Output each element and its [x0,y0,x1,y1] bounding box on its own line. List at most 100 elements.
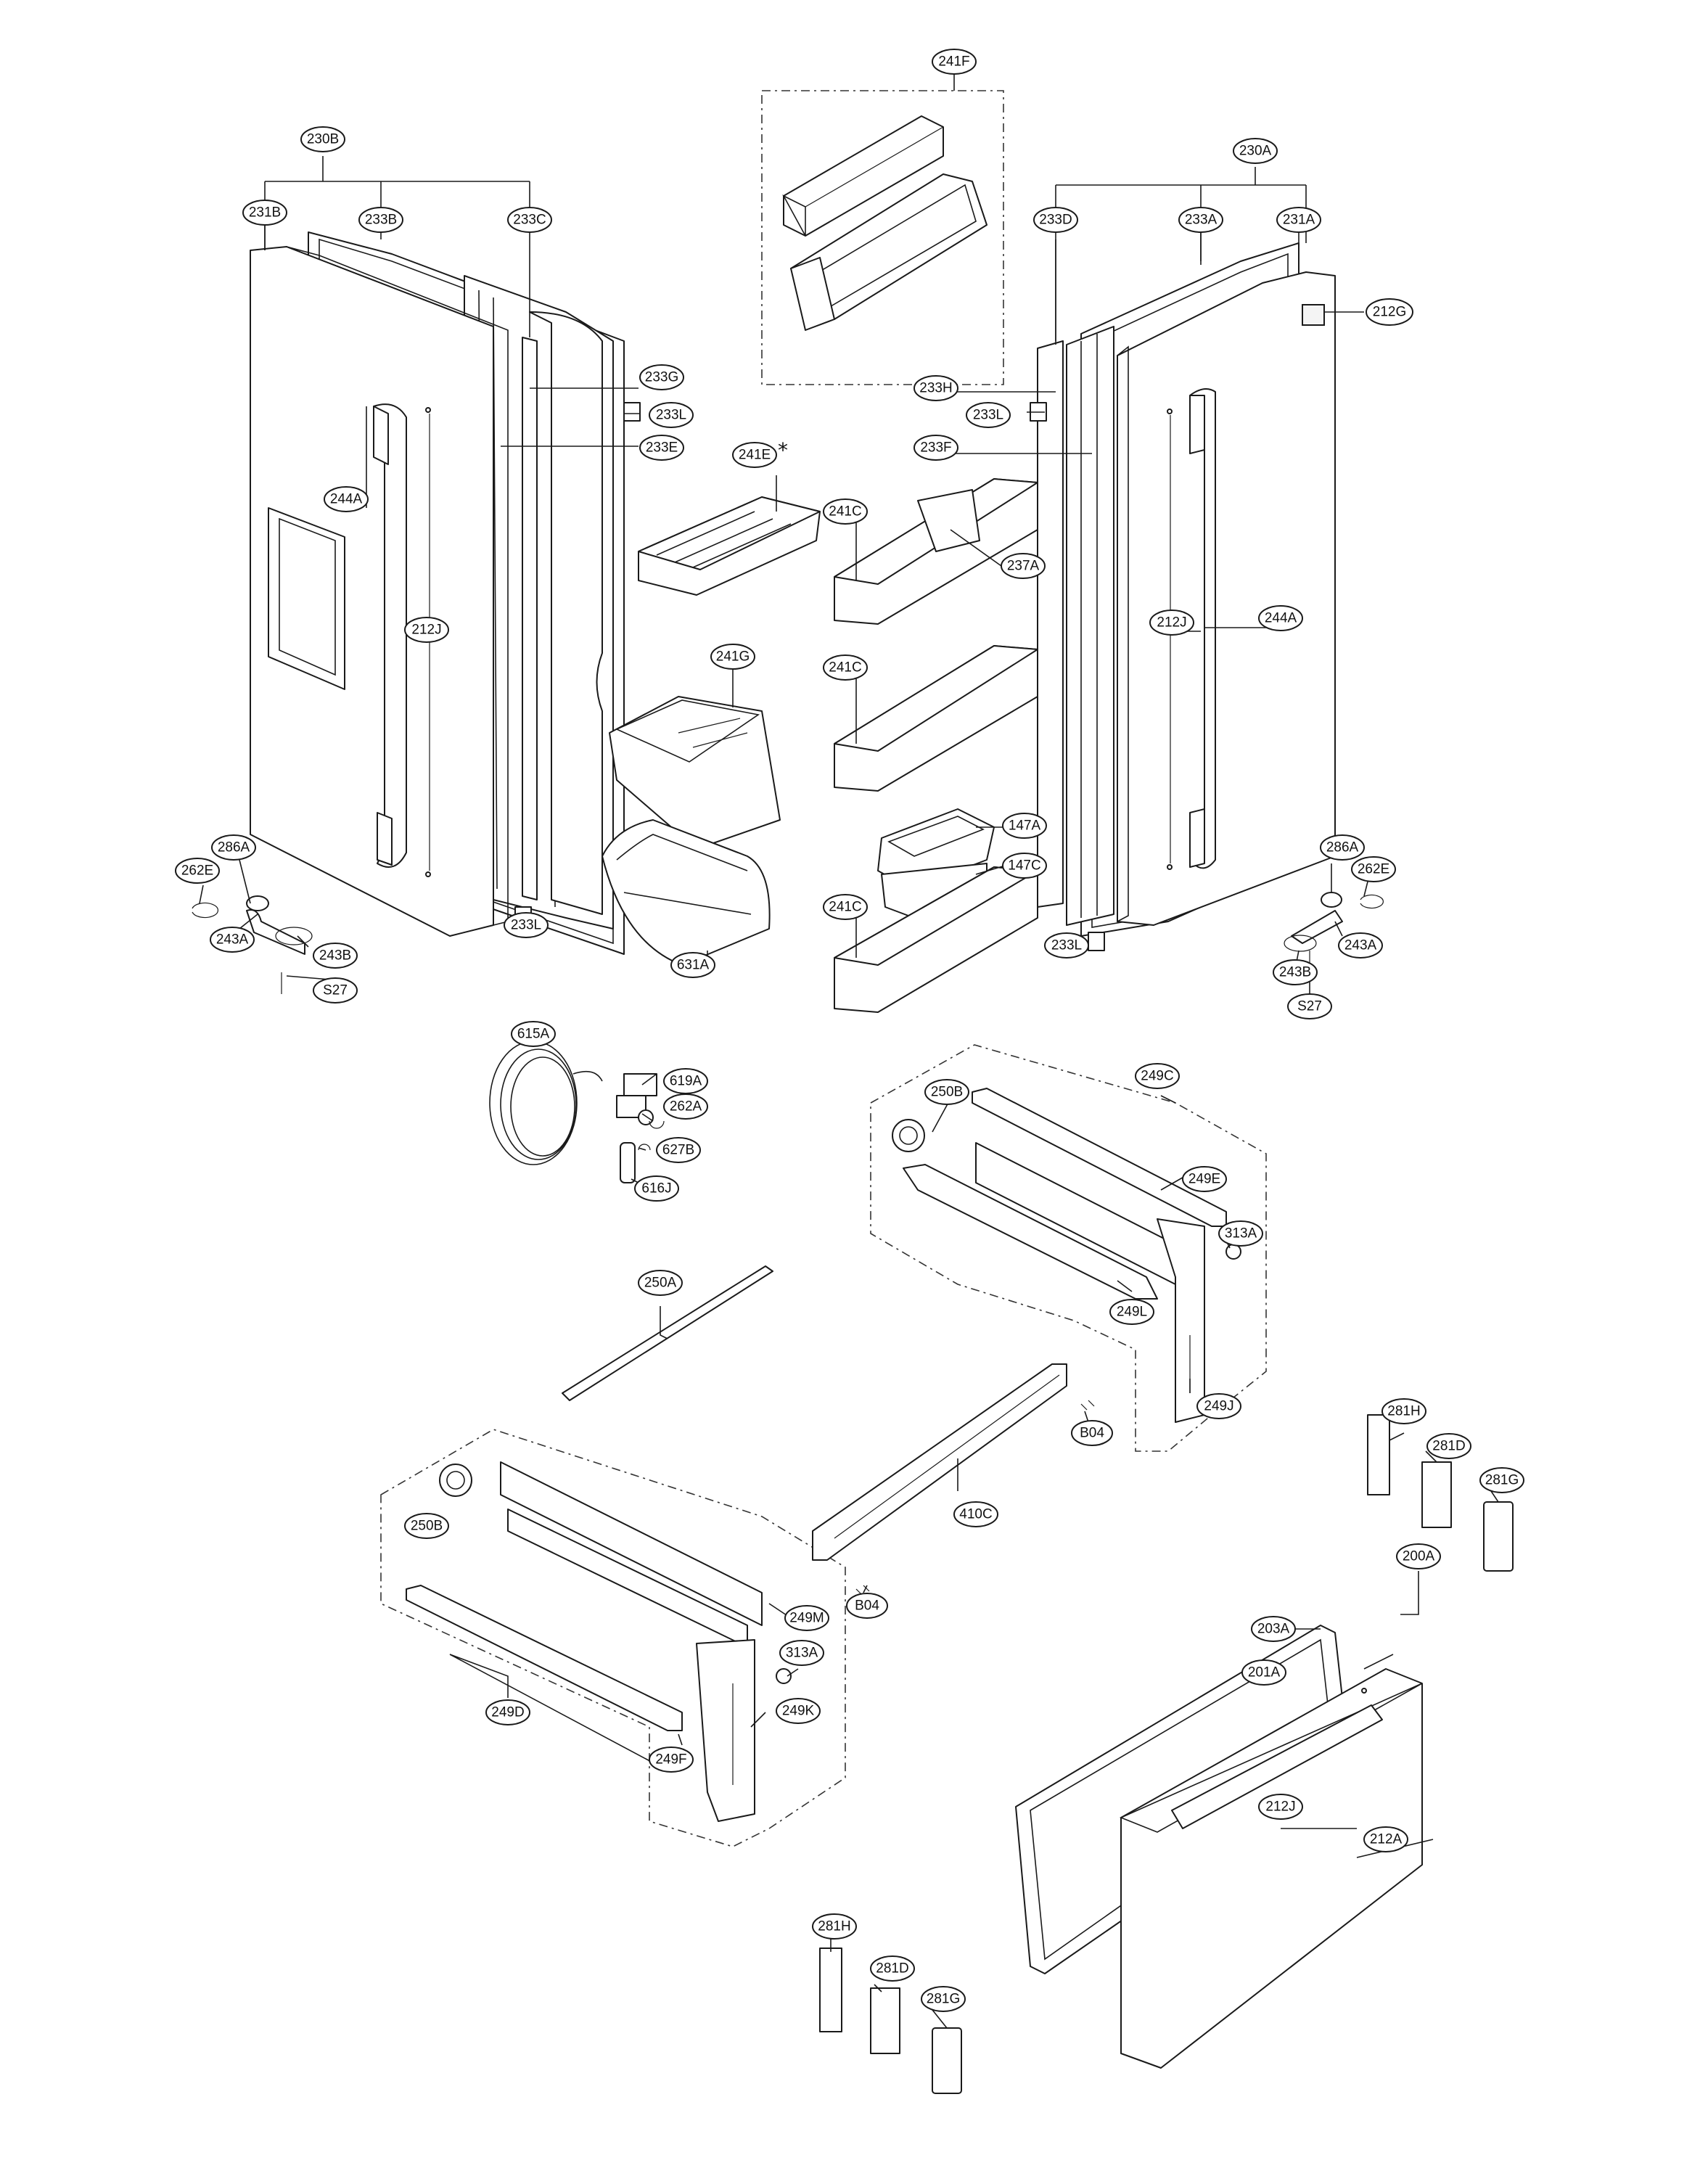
svg-text:200A: 200A [1403,1549,1435,1564]
callout-233A: 233A [1178,207,1223,233]
callout-281H-upper: 281H [1381,1398,1426,1424]
svg-text:262A: 262A [670,1099,702,1115]
svg-text:249L: 249L [1117,1305,1147,1320]
svg-text:233D: 233D [1039,213,1072,228]
svg-text:286A: 286A [1326,840,1359,855]
svg-text:410C: 410C [959,1507,992,1522]
callout-249J: 249J [1196,1393,1241,1419]
callout-212J-left: 212J [404,617,449,643]
callout-243B-left: 243B [313,943,358,969]
svg-text:313A: 313A [1225,1226,1257,1241]
callout-281G-lower: 281G [921,1986,966,2012]
svg-text:147C: 147C [1008,858,1040,874]
callout-262A: 262A [663,1093,708,1120]
callout-241C-bottom: 241C [823,894,868,920]
door-bin-241E [638,496,821,596]
callout-249F: 249F [649,1747,694,1773]
callout-286A-right: 286A [1320,834,1365,861]
callout-244A-right: 244A [1258,605,1303,631]
callout-281G-upper: 281G [1479,1467,1524,1493]
callout-230A: 230A [1233,138,1278,164]
callout-249E: 249E [1182,1166,1227,1192]
svg-text:262E: 262E [1358,862,1389,877]
svg-text:249D: 249D [491,1705,524,1720]
callout-233E: 233E [639,435,684,461]
callout-233L-4: 233L [1044,932,1089,959]
callout-281H-lower: 281H [812,1913,857,1940]
callout-281D-lower: 281D [870,1955,915,1982]
left-door-assembly [192,231,641,994]
callout-200A: 200A [1396,1543,1441,1569]
svg-text:241C: 241C [829,660,861,676]
svg-text:627B: 627B [662,1143,694,1158]
svg-text:241C: 241C [829,504,861,520]
tray-147A [877,808,995,890]
svg-text:233A: 233A [1185,213,1218,228]
svg-text:249E: 249E [1188,1172,1220,1187]
svg-text:233L: 233L [511,918,541,933]
svg-text:249F: 249F [655,1752,686,1768]
assembly-249D-box [380,1429,846,1847]
svg-text:249K: 249K [782,1704,815,1719]
callout-B04-upper: B04 [1071,1420,1113,1446]
strip-250A [562,1265,773,1401]
svg-text:243B: 243B [319,948,351,964]
svg-text:212J: 212J [1265,1799,1295,1815]
rail-assembly-249D [406,1461,792,1822]
svg-text:249C: 249C [1141,1069,1173,1084]
callout-241E: 241E [732,442,777,468]
callout-243A-left: 243A [210,927,255,953]
svg-text:249M: 249M [789,1611,824,1626]
callout-S27-right: S27 [1287,993,1332,1019]
rail-assembly-249C [892,1088,1241,1423]
svg-text:230A: 230A [1239,144,1272,159]
door-bin-241C-middle [834,645,1038,792]
basket-241F [782,115,988,331]
assembly-241F-box [761,90,1004,385]
callout-313A-upper: 313A [1218,1220,1263,1247]
svg-text:233B: 233B [365,213,397,228]
right-door-assembly [1030,242,1384,972]
svg-text:244A: 244A [1265,611,1297,626]
svg-text:212J: 212J [411,623,441,638]
water-tube-615A [489,1041,603,1165]
svg-text:237A: 237A [1007,559,1040,574]
svg-text:241C: 241C [829,900,861,915]
callout-249M: 249M [784,1605,829,1631]
svg-text:615A: 615A [517,1027,550,1042]
callout-201A: 201A [1241,1659,1286,1686]
svg-text:S27: S27 [323,983,348,998]
callout-233L-1: 233L [649,402,694,428]
svg-text:233L: 233L [973,408,1003,423]
callout-241G: 241G [710,644,755,670]
svg-text:241F: 241F [938,54,969,70]
callout-250B-upper: 250B [924,1079,969,1105]
callout-262E-left: 262E [175,858,220,884]
callout-241C-top: 241C [823,498,868,525]
callout-233G: 233G [639,364,684,390]
callout-233H: 233H [913,375,958,401]
callout-627B: 627B [656,1137,701,1163]
svg-text:212J: 212J [1157,615,1186,631]
svg-text:241G: 241G [716,649,750,665]
callout-212J-right: 212J [1149,610,1194,636]
callout-619A: 619A [663,1068,708,1094]
svg-text:201A: 201A [1248,1665,1281,1680]
callout-B04-lower: B04 [846,1593,888,1619]
callout-313A-lower: 313A [779,1640,824,1666]
callout-S27-left: S27 [313,977,358,1003]
svg-text:262E: 262E [181,863,213,879]
fitting-616J [620,1142,651,1183]
callout-243A-right: 243A [1338,932,1383,959]
callout-233C: 233C [507,207,552,233]
svg-text:244A: 244A [330,492,363,507]
svg-text:B04: B04 [1080,1426,1104,1441]
callout-243B-right: 243B [1273,959,1318,985]
callout-286A-left: 286A [211,834,256,861]
svg-text:231B: 231B [249,205,281,221]
callout-237A: 237A [1001,553,1046,579]
svg-text:281H: 281H [818,1919,850,1934]
callout-244A-left: 244A [324,486,369,512]
svg-text:631A: 631A [677,958,710,973]
